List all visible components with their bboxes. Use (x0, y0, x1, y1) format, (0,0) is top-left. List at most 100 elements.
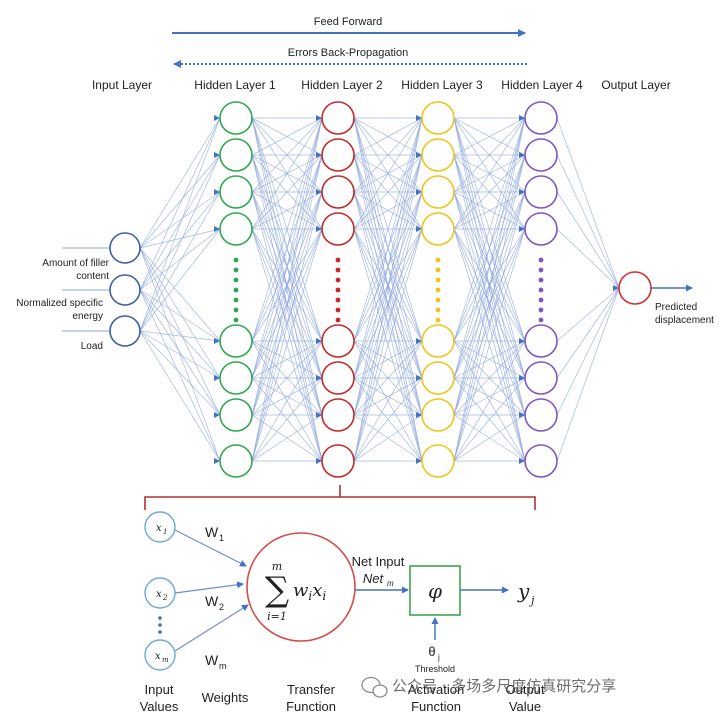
connection-arrowhead (214, 226, 220, 232)
connection-line (139, 247, 221, 379)
connection-arrowhead (416, 338, 422, 344)
caption-input-values-2: Values (140, 699, 179, 714)
connection-line (139, 154, 221, 332)
hidden3-ellipsis-dot (435, 317, 441, 323)
hidden1-node (219, 361, 253, 395)
connection-line (453, 117, 526, 416)
connection-line (353, 117, 423, 230)
hidden4-node (524, 324, 558, 358)
connection-line (453, 117, 526, 193)
sum-lower-limit: i=1 (267, 610, 287, 623)
hidden4-node (524, 361, 558, 395)
zoom-bracket (144, 485, 536, 510)
connection-line (139, 154, 221, 291)
connection-line (251, 377, 323, 462)
connection-arrowhead (316, 338, 322, 344)
connection-line (353, 228, 423, 416)
connection-line (353, 191, 423, 416)
connection-line (353, 117, 423, 462)
hidden1-node (219, 444, 253, 478)
output-label-line2: displacement (655, 315, 714, 326)
connection-arrowhead (214, 338, 220, 344)
hidden2-node (321, 212, 355, 246)
hidden4-ellipsis-dot (538, 317, 544, 323)
connection-line (139, 247, 221, 416)
hidden4-ellipsis-dot (538, 307, 544, 313)
output-arrow: Predicted displacement (651, 284, 714, 326)
connection-line (139, 289, 221, 342)
connection-line (353, 117, 423, 379)
hidden2-node (321, 324, 355, 358)
feed-forward-label: Feed Forward (314, 16, 382, 28)
hidden4-node (524, 212, 558, 246)
input-node (109, 315, 141, 347)
hidden1-ellipsis-dot (233, 277, 239, 283)
output-label-line1: Predicted (655, 302, 697, 313)
hidden4-node (524, 444, 558, 478)
connection-line (139, 289, 221, 462)
theta-subscript: j (437, 653, 440, 662)
hidden4-ellipsis-dot (538, 277, 544, 283)
connection-line (556, 287, 620, 379)
transfer-function-node (246, 532, 356, 642)
connection-line (139, 117, 221, 332)
hidden3-ellipsis-dot (435, 257, 441, 263)
watermark-text: 公众号 · 多场多尺度仿真研究分享 (392, 677, 616, 695)
connection-line (353, 117, 423, 193)
connection-line (251, 117, 323, 379)
hidden4-ellipsis-dot (538, 267, 544, 273)
hidden3-node (421, 138, 455, 172)
connection-line (453, 377, 526, 462)
connection-arrowhead (214, 189, 220, 195)
connection-arrowhead (519, 226, 525, 232)
connection-line (251, 154, 323, 462)
connection-arrowhead (416, 458, 422, 464)
hidden2-ellipsis-dot (335, 257, 341, 263)
hidden4-node (524, 398, 558, 432)
wm-subscript: m (219, 661, 227, 671)
hidden1-node (219, 398, 253, 432)
connection-arrowhead (316, 152, 322, 158)
sum-upper-limit: m (272, 560, 282, 573)
connection-arrowhead (316, 189, 322, 195)
connection-line (251, 117, 323, 156)
network-connections (62, 115, 620, 464)
hidden2-node (321, 361, 355, 395)
connection-line (556, 287, 620, 342)
connection-line (251, 117, 323, 416)
connection-line (453, 117, 526, 462)
caption-transfer-2: Function (286, 699, 336, 714)
connection-line (353, 154, 423, 416)
w1-label: W (205, 524, 219, 540)
back-propagation-label: Errors Back-Propagation (288, 47, 408, 59)
connection-arrowhead (416, 115, 422, 121)
hidden2-node (321, 138, 355, 172)
hidden2-ellipsis-dot (335, 297, 341, 303)
connection-arrowhead (416, 375, 422, 381)
ellipsis-dots (233, 257, 544, 323)
connection-arrowhead (519, 115, 525, 121)
hidden3-node (421, 324, 455, 358)
connection-line (251, 414, 323, 462)
input-node (109, 274, 141, 306)
hidden1-ellipsis-dot (233, 297, 239, 303)
connection-line (556, 287, 620, 416)
hidden1-ellipsis-dot (233, 317, 239, 323)
caption-input-values-1: Input (145, 682, 174, 697)
caption-output-value-1: Output (505, 682, 544, 697)
hidden4-ellipsis-dot (538, 287, 544, 293)
connection-line (251, 228, 323, 416)
caption-activation-2: Function (411, 699, 461, 714)
connection-line (453, 117, 526, 342)
hidden-layer-4-title: Hidden Layer 4 (501, 78, 583, 92)
hidden-layer-1-title: Hidden Layer 1 (194, 78, 276, 92)
caption-activation-1: Activation (408, 682, 464, 697)
connection-arrowhead (519, 412, 525, 418)
watermark: 公众号 · 多场多尺度仿真研究分享 (361, 676, 616, 698)
hidden1-ellipsis-dot (233, 287, 239, 293)
hidden1-node (219, 175, 253, 209)
hidden3-ellipsis-dot (435, 277, 441, 283)
connection-arrowhead (519, 458, 525, 464)
connection-line (139, 330, 221, 379)
hidden1-node (219, 138, 253, 172)
